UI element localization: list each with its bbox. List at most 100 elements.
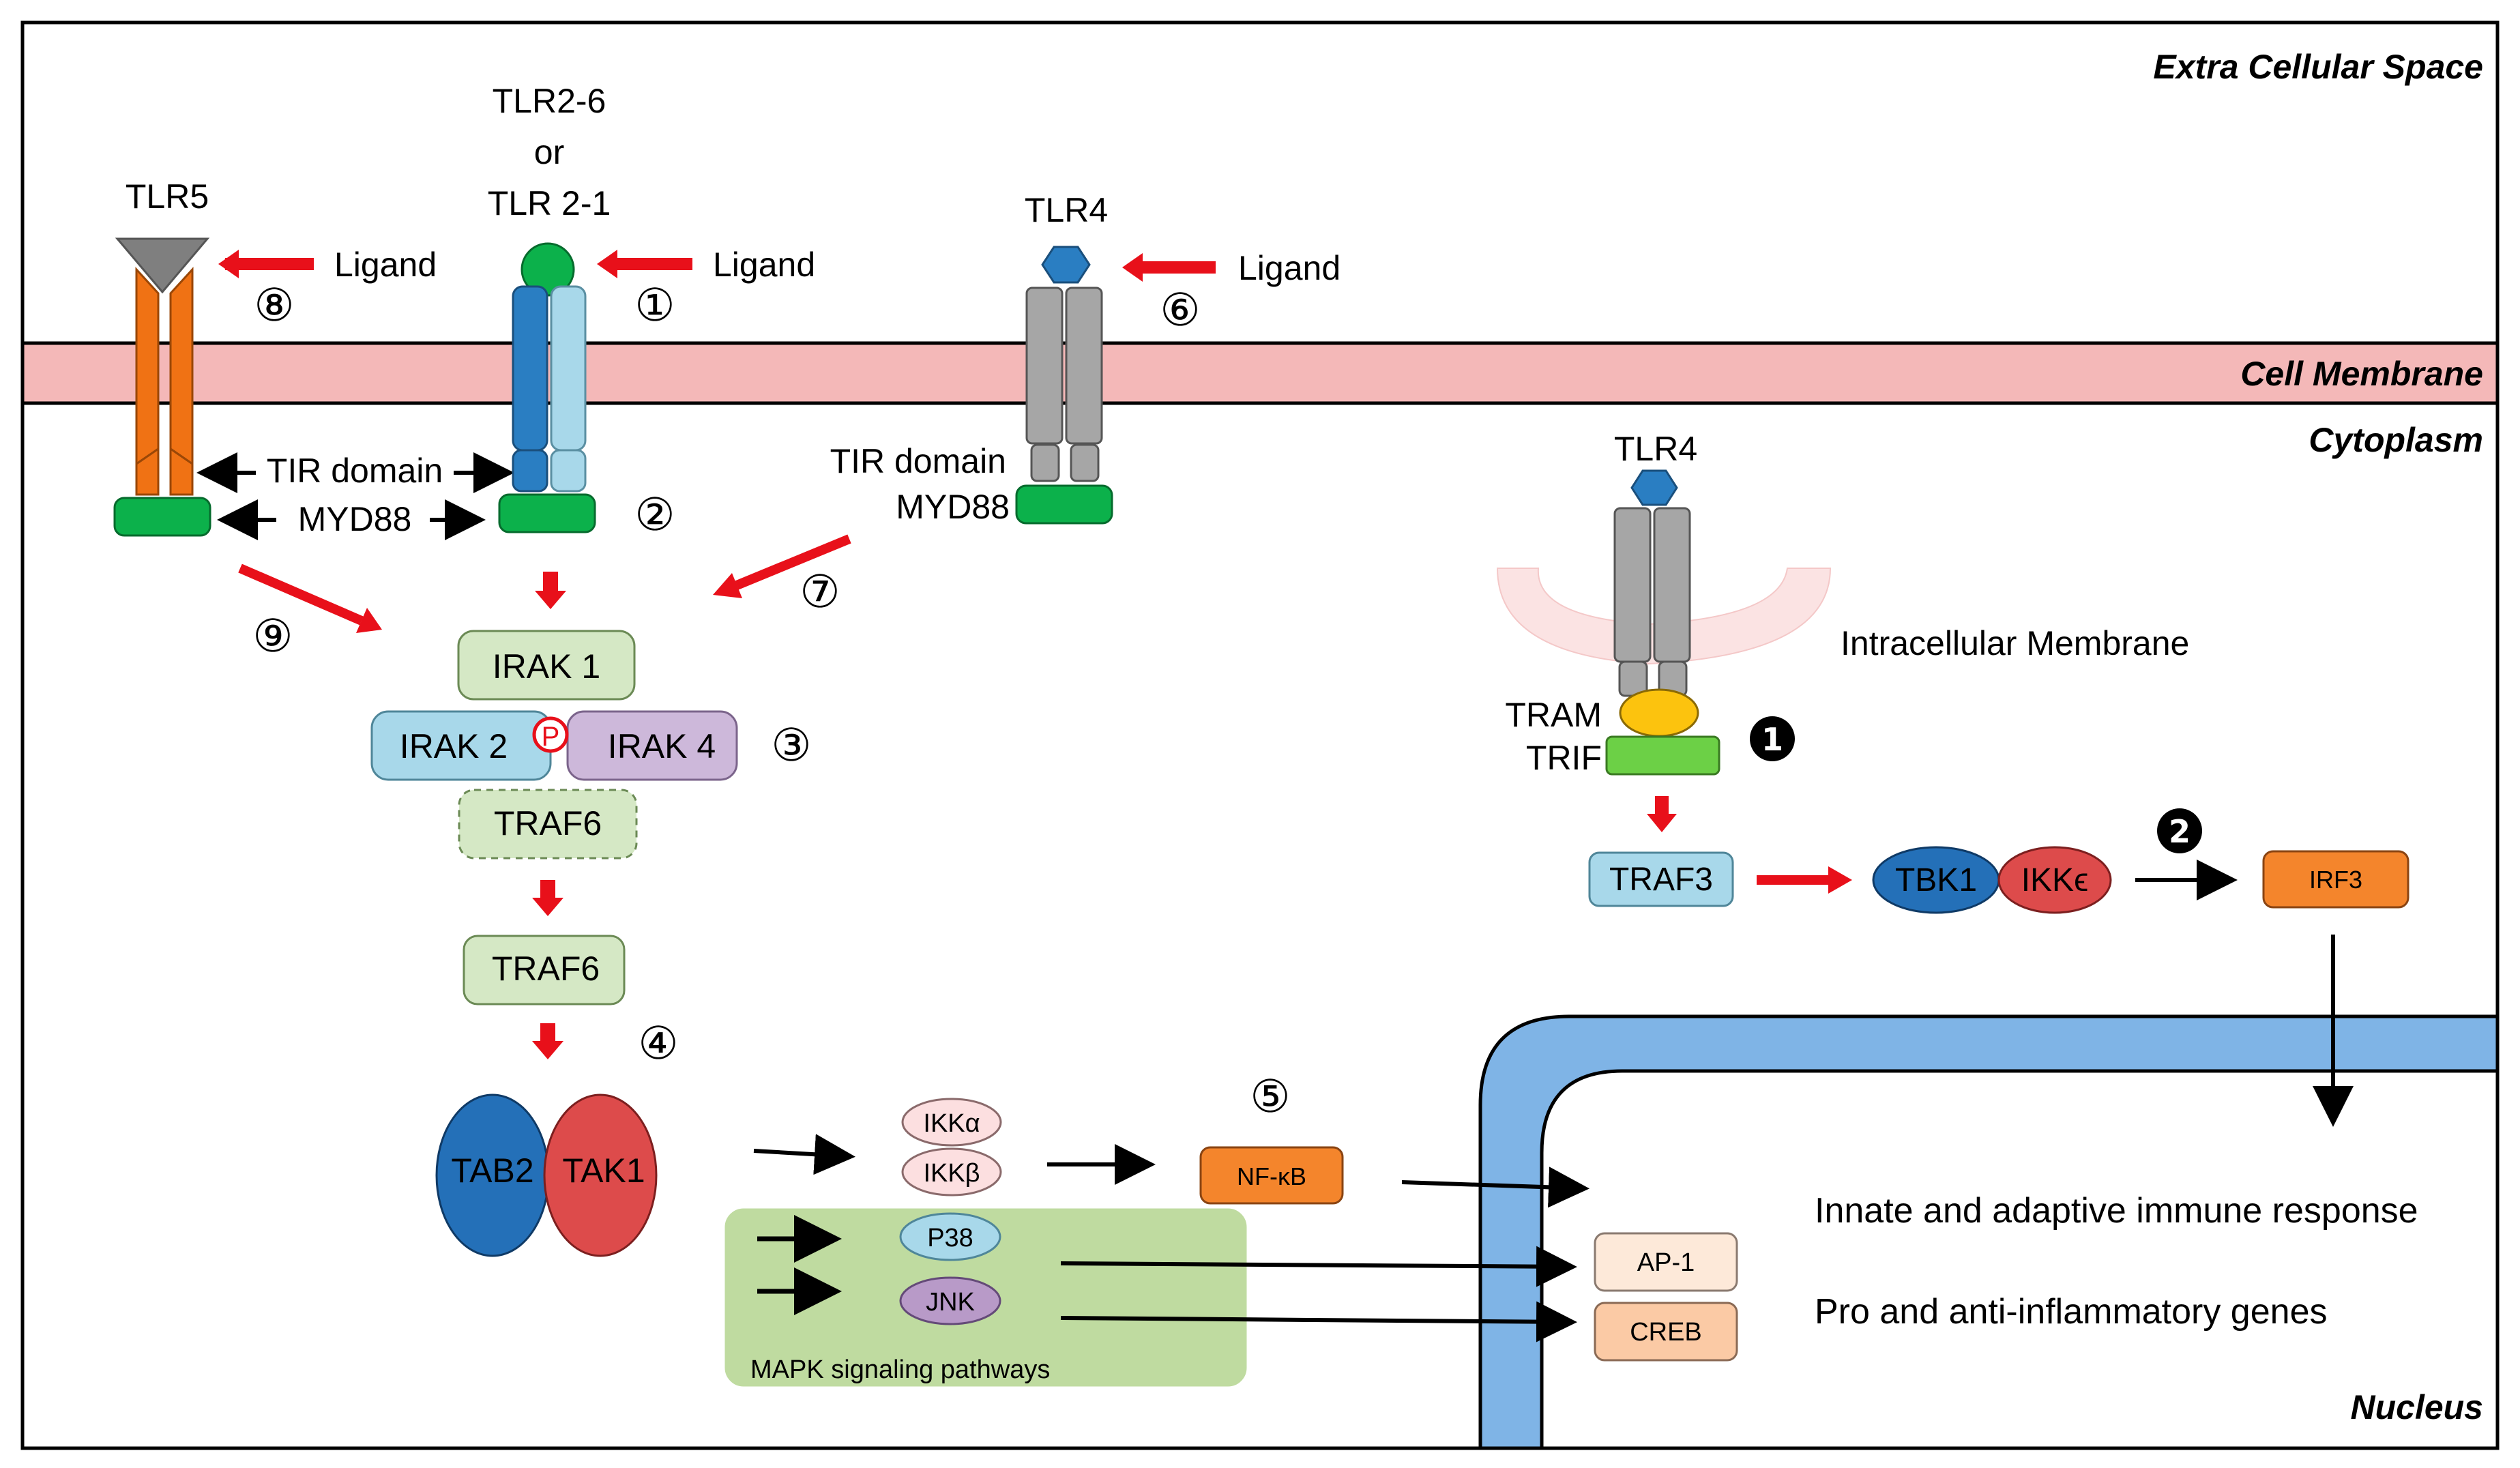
tlr4-receptor [1025,246,1103,482]
step-9: ⑨ [252,610,293,662]
intracellular-membrane-label: Intracellular Membrane [1841,624,2189,662]
irf3-node: IRF3 [2262,850,2409,909]
immune-response-label: Innate and adaptive immune response [1815,1191,2418,1231]
trif-node [1605,735,1720,776]
tir-domain-label: TIR domain [267,452,443,490]
tak1-node: TAK1 [543,1093,658,1257]
ikka-node: IKKα [901,1098,1002,1147]
tlr26-label-1: TLR2-6 [493,82,606,120]
ikka-label: IKKα [923,1109,980,1138]
tlr5-myd88 [113,497,211,537]
step-d1: 1 [1750,716,1795,761]
step-7: ⑦ [800,566,840,618]
ikke-label: IKKϵ [2021,862,2089,898]
tbk1-label: TBK1 [1895,862,1977,898]
myd88-to-irak-arrowhead [535,591,566,609]
tlr4-to-irak-arrowhead [713,573,742,598]
phosphate-marker: P [532,716,569,753]
myd88-to-irak-arrow [543,572,558,592]
ap1-label: AP-1 [1637,1248,1695,1277]
step-d2: 2 [2157,808,2202,853]
ap1-node: AP-1 [1594,1232,1738,1292]
traf3-to-tbk1-arrowhead [1828,866,1852,894]
creb-label: CREB [1630,1318,1702,1347]
irak2-label: IRAK 2 [400,727,508,765]
tlr4-endo-label: TLR4 [1614,430,1697,468]
tlr4-myd88 [1015,484,1113,525]
tlr4-myd88-label: MYD88 [896,488,1010,526]
trif-to-traf3-arrow [1655,796,1669,815]
tlr5-ligand-arrowhead [218,250,239,278]
myd88-label: MYD88 [298,500,412,538]
p38-label: P38 [927,1224,973,1252]
nucleus-wall [1478,1014,2500,1450]
tlr26-label-2: or [534,133,564,171]
membrane-label: Cell Membrane [2240,355,2483,393]
irak4-label: IRAK 4 [608,727,716,765]
step-5: ⑤ [1250,1070,1290,1123]
tlr4-ligand-label: Ligand [1238,249,1340,287]
intracellular-membrane [1496,568,1832,665]
jnk-node: JNK [899,1276,1001,1325]
tlr4-label: TLR4 [1025,191,1108,229]
p38-to-ap1-arrow [1060,1246,1577,1287]
ikkb-node: IKKβ [901,1147,1002,1197]
irak4-node: IRAK 4 [566,710,738,781]
cytoplasm-label: Cytoplasm [2309,421,2483,459]
nfkb-to-nucleus-arrow [1401,1166,1589,1208]
tak1-to-ikk-arrow [753,1134,855,1175]
step-2: ② [634,488,675,541]
nfkb-node: NF-κB [1199,1146,1344,1205]
traf6-dashed-node: TRAF6 [458,789,638,860]
irak2-node: IRAK 2 [370,710,552,781]
tlr26-ligand-arrowhead [597,250,617,278]
trif-label: TRIF [1526,739,1602,777]
tlr5-receptor [115,237,210,496]
cell-membrane-band [20,341,2500,405]
trif-to-traf3-arrowhead [1647,814,1677,832]
traf3-node: TRAF3 [1588,851,1734,907]
tlr5-to-irak-arrowhead [356,608,382,633]
tlr26-myd88 [498,493,596,533]
tlr26-ligand-label: Ligand [713,246,815,284]
traf6-to-tak1-arrowhead [532,1041,563,1059]
nfkb-label: NF-κB [1237,1162,1306,1190]
tlr4-tir-label: TIR domain [830,442,1006,480]
tram-label: TRAM [1505,696,1602,734]
step-d1-label: 1 [1761,721,1783,758]
tlr26-label-3: TLR 2-1 [488,184,611,222]
ikkb-label: IKKβ [923,1159,980,1188]
traf6-to-tak1-arrow [540,1023,555,1042]
step-d2-label: 2 [2169,813,2191,850]
irak1-node: IRAK 1 [457,630,636,701]
tlr5-ligand-label: Ligand [334,246,437,284]
creb-node: CREB [1594,1302,1738,1362]
step-6: ⑥ [1160,284,1200,336]
tab2-node: TAB2 [435,1093,550,1257]
tlr26-receptor [512,242,587,493]
step-3: ③ [771,719,811,772]
tak1-label: TAK1 [562,1151,645,1190]
tbk1-node: TBK1 [1872,846,2000,914]
tram-node [1619,688,1699,737]
tlr5-label: TLR5 [126,177,209,216]
mapk-label: MAPK signaling pathways [750,1355,1050,1384]
ikke-node: IKKϵ [1997,846,2112,914]
step-4: ④ [638,1017,678,1070]
traf6-dashed-label: TRAF6 [494,804,602,842]
traf3-label: TRAF3 [1609,862,1713,898]
extracellular-label: Extra Cellular Space [2153,48,2483,86]
jnk-to-creb-arrow [1060,1301,1577,1342]
jnk-label: JNK [926,1288,975,1317]
irak-to-traf6-arrow [540,880,555,899]
tlr4-to-irak-arrow [735,534,851,590]
tlr5-to-irak-arrow [238,563,364,626]
irak-to-traf6-arrowhead [532,898,563,916]
step-8: ⑧ [254,279,294,332]
step-1: ① [634,279,675,332]
irak1-label: IRAK 1 [493,647,600,686]
genes-label: Pro and anti-inflammatory genes [1815,1292,2328,1332]
traf6-node: TRAF6 [463,935,626,1005]
tlr4-ligand-arrowhead [1122,253,1143,282]
